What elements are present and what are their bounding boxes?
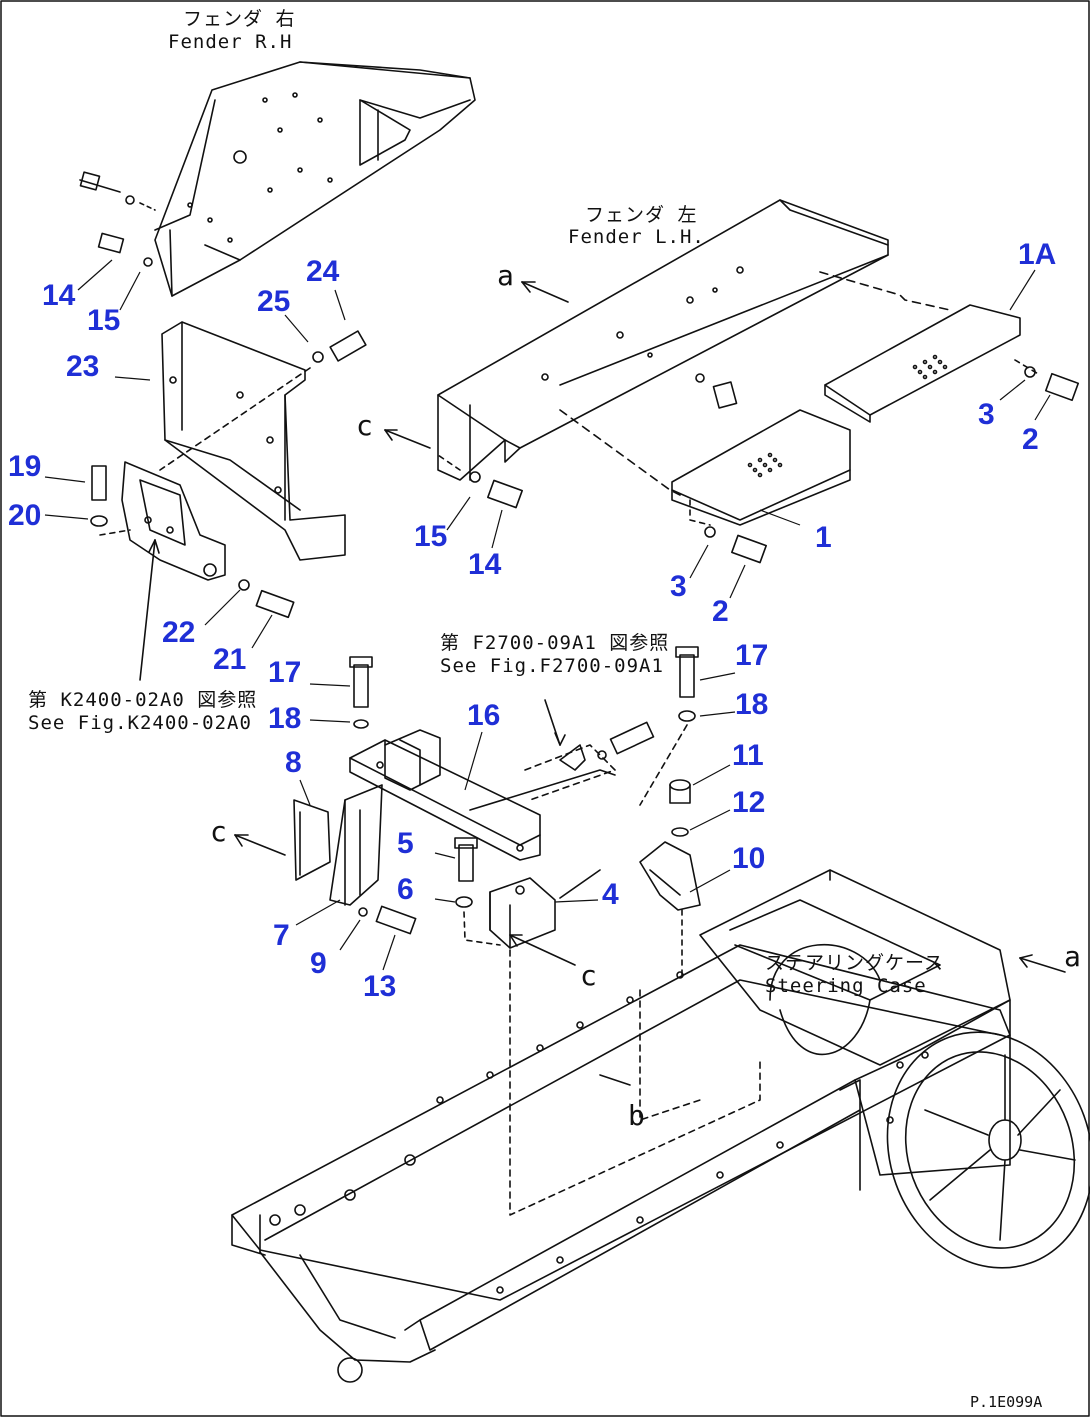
callout-6: 6 — [397, 873, 414, 906]
callout-20: 20 — [8, 499, 42, 532]
drawing-code: P.1E099A — [970, 1393, 1043, 1411]
ref-c-left: c — [356, 409, 373, 442]
callout-11: 10 — [732, 842, 766, 875]
bracket-11 — [639, 779, 701, 979]
ref-a-right: a — [1064, 940, 1081, 973]
see-fig-k2400-en: See Fig.K2400-02A0 — [28, 712, 252, 734]
callout-1a: 1A — [1018, 238, 1057, 271]
callout-3-right: 3 — [978, 398, 995, 431]
callout-2-right: 2 — [1022, 423, 1039, 456]
callout-5: 5 — [397, 827, 414, 860]
callout-22: 22 — [162, 616, 196, 649]
callout-4: 4 — [602, 878, 619, 911]
footplate-1a — [824, 304, 1021, 423]
callout-17-right: 17 — [735, 639, 769, 672]
callout-25: 25 — [257, 285, 291, 318]
callout-14-top: 14 — [42, 279, 76, 312]
plates-7-8 — [293, 784, 417, 935]
fender-lh-label-jp: フェンダ 左 — [585, 204, 698, 226]
callout-12: 11 — [732, 739, 764, 772]
reference-arrows — [139, 281, 1066, 973]
callout-14-mid: 14 — [468, 548, 502, 581]
channel-16 — [349, 721, 655, 861]
bracket-k2400 — [121, 461, 226, 581]
see-fig-k2400-jp: 第 K2400-02A0 図参照 — [28, 689, 258, 711]
ref-c-mid: c — [210, 815, 227, 848]
callout-24: 24 — [306, 255, 340, 288]
fender-rh-label-en: Fender R.H — [168, 31, 293, 53]
ref-a-top: a — [497, 259, 514, 292]
callout-16: 16 — [467, 699, 501, 732]
tread-pattern — [747, 452, 783, 478]
fender-rh-label-jp: フェンダ 右 — [183, 8, 296, 30]
ref-c-bottom: c — [580, 959, 597, 992]
fender-lh — [437, 199, 951, 496]
callout-9: 13 — [363, 970, 397, 1003]
callout-3-mid: 3 — [670, 570, 687, 603]
callout-13: 12 — [732, 786, 766, 819]
callout-18-right: 18 — [735, 688, 769, 721]
callout-8: 8 — [285, 746, 302, 779]
callout-19: 19 — [8, 450, 42, 483]
tread-pattern — [912, 354, 948, 380]
callout-7: 7 — [273, 919, 290, 952]
main-frame — [231, 869, 1090, 1383]
bracket-4 — [454, 837, 556, 949]
callout-18-left: 18 — [268, 702, 302, 735]
loose-hardware-left — [90, 330, 367, 619]
callout-10: 9 — [310, 947, 327, 980]
callout-15-mid: 15 — [414, 520, 448, 553]
callout-2-mid: 2 — [712, 595, 729, 628]
loose-hardware-right — [437, 359, 1080, 564]
bolts-17-18 — [349, 646, 699, 806]
callout-23: 23 — [66, 350, 100, 383]
fender-rh — [79, 61, 476, 297]
callout-17-left: 17 — [268, 656, 302, 689]
fender-lh-label-en: Fender L.H. — [568, 226, 705, 248]
callout-15-top: 15 — [87, 304, 121, 337]
callout-1: 1 — [815, 521, 832, 554]
callout-21: 21 — [213, 643, 247, 676]
footplate-1 — [671, 409, 851, 526]
steering-case-label-en: Steering Case — [765, 975, 927, 997]
see-fig-f2700-en: See Fig.F2700-09A1 — [440, 655, 664, 677]
ref-b: b — [628, 1099, 645, 1132]
see-fig-f2700-jp: 第 F2700-09A1 図参照 — [440, 632, 670, 654]
bracket-23 — [161, 321, 346, 561]
steering-case-label-jp: ステアリングケース — [765, 952, 945, 974]
